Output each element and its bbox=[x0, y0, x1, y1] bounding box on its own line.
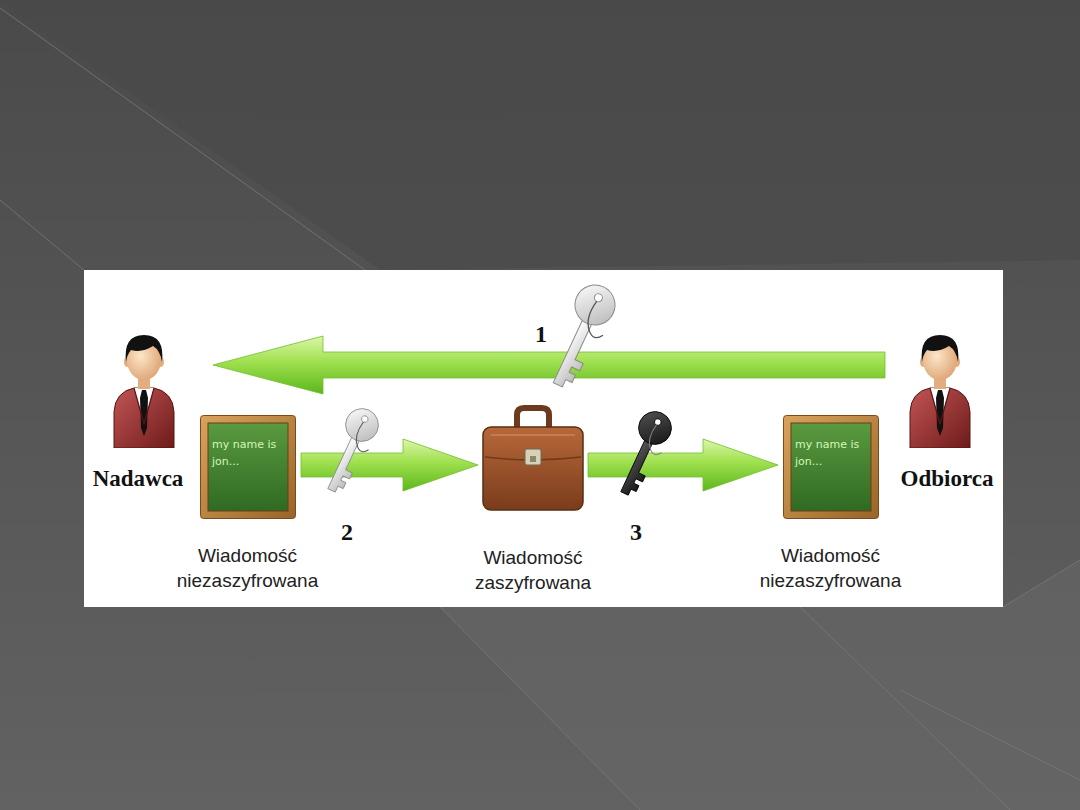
public-key-icon bbox=[317, 403, 384, 497]
person-label: Nadawca bbox=[84, 465, 192, 493]
person-icon bbox=[908, 328, 972, 448]
arrow-connector bbox=[301, 439, 478, 491]
white-panel bbox=[84, 270, 1003, 607]
plain-message-node: my name is jon... Wiadomość niezaszyfrowa… bbox=[165, 412, 330, 598]
encrypted-message-node: Wiadomość zaszyfrowana bbox=[453, 400, 613, 600]
board-chalk-text: my name is jon... bbox=[212, 437, 284, 470]
private-key-icon bbox=[610, 406, 677, 500]
plain-message-node: my name is jon... Wiadomość niezaszyfrowa… bbox=[748, 412, 913, 598]
sender-node: Nadawca bbox=[84, 328, 192, 497]
callout-number: 2 bbox=[335, 518, 359, 547]
message-caption: Wiadomość niezaszyfrowana bbox=[748, 543, 913, 593]
recipient-node: Odbiorca bbox=[893, 328, 1001, 497]
board-chalk-text: my name is jon... bbox=[795, 437, 867, 470]
person-label: Odbiorca bbox=[893, 465, 1001, 493]
callout-number: 1 bbox=[529, 320, 553, 349]
person-icon bbox=[112, 328, 176, 448]
message-caption: Wiadomość niezaszyfrowana bbox=[165, 543, 330, 593]
message-caption: Wiadomość zaszyfrowana bbox=[453, 545, 613, 595]
background-lines bbox=[0, 8, 1080, 810]
background-facet bbox=[0, 0, 1080, 270]
arrow-connector bbox=[588, 439, 778, 491]
callout-number: 3 bbox=[624, 518, 648, 547]
case-icon bbox=[481, 405, 585, 512]
